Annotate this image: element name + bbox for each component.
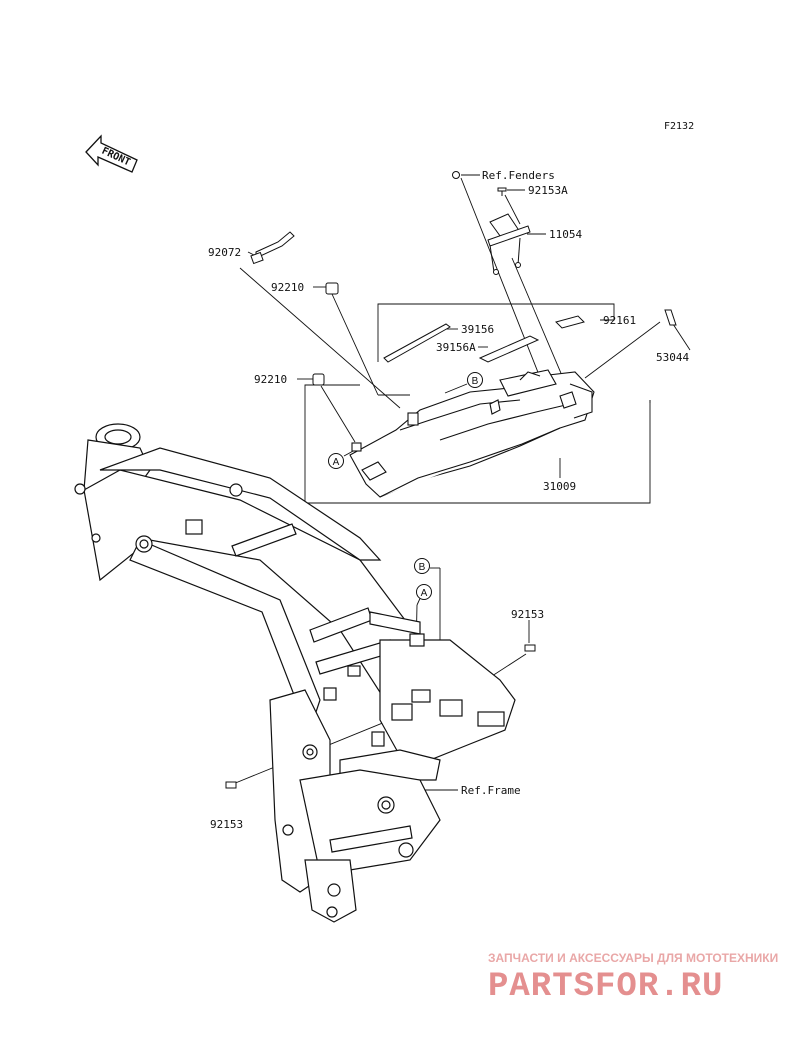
svg-text:B: B [419, 562, 426, 573]
front-arrow-icon: FRONT [85, 134, 138, 173]
reference-markers: B A B A [328, 372, 483, 600]
marker-b-lower: B [414, 558, 430, 574]
svg-text:A: A [421, 588, 428, 599]
svg-text:B: B [472, 376, 479, 387]
part-labels: Ref.Fenders 92153A 11054 92072 92210 391… [208, 169, 689, 831]
small-parts [225, 171, 677, 789]
label-92210-top: 92210 [271, 281, 304, 294]
battery-case-assembly [349, 369, 595, 498]
label-53044: 53044 [656, 351, 689, 364]
diagram-code: F2132 [664, 121, 694, 132]
watermark-brand: PARTSFOR.RU [488, 968, 723, 1006]
watermark-tagline: ЗАПЧАСТИ И АКСЕССУАРЫ ДЛЯ МОТОТЕХНИКИ [488, 951, 778, 965]
label-92153-left: 92153 [210, 818, 243, 831]
marker-a-top: A [328, 453, 344, 469]
marker-a-lower: A [416, 584, 432, 600]
watermark: ЗАПЧАСТИ И АКСЕССУАРЫ ДЛЯ МОТОТЕХНИКИ PA… [488, 951, 778, 1006]
label-39156a: 39156A [436, 341, 476, 354]
label-ref-frame: Ref.Frame [461, 784, 521, 797]
label-31009: 31009 [543, 480, 576, 493]
label-92072: 92072 [208, 246, 241, 259]
label-92161: 92161 [603, 314, 636, 327]
label-ref-fenders: Ref.Fenders [482, 169, 555, 182]
label-11054: 11054 [549, 228, 582, 241]
label-92210-mid: 92210 [254, 373, 287, 386]
label-92153a: 92153A [528, 184, 568, 197]
motorcycle-frame [74, 423, 516, 923]
svg-text:A: A [333, 457, 340, 468]
label-92153-right: 92153 [511, 608, 544, 621]
label-39156: 39156 [461, 323, 494, 336]
marker-b-top: B [467, 372, 483, 388]
